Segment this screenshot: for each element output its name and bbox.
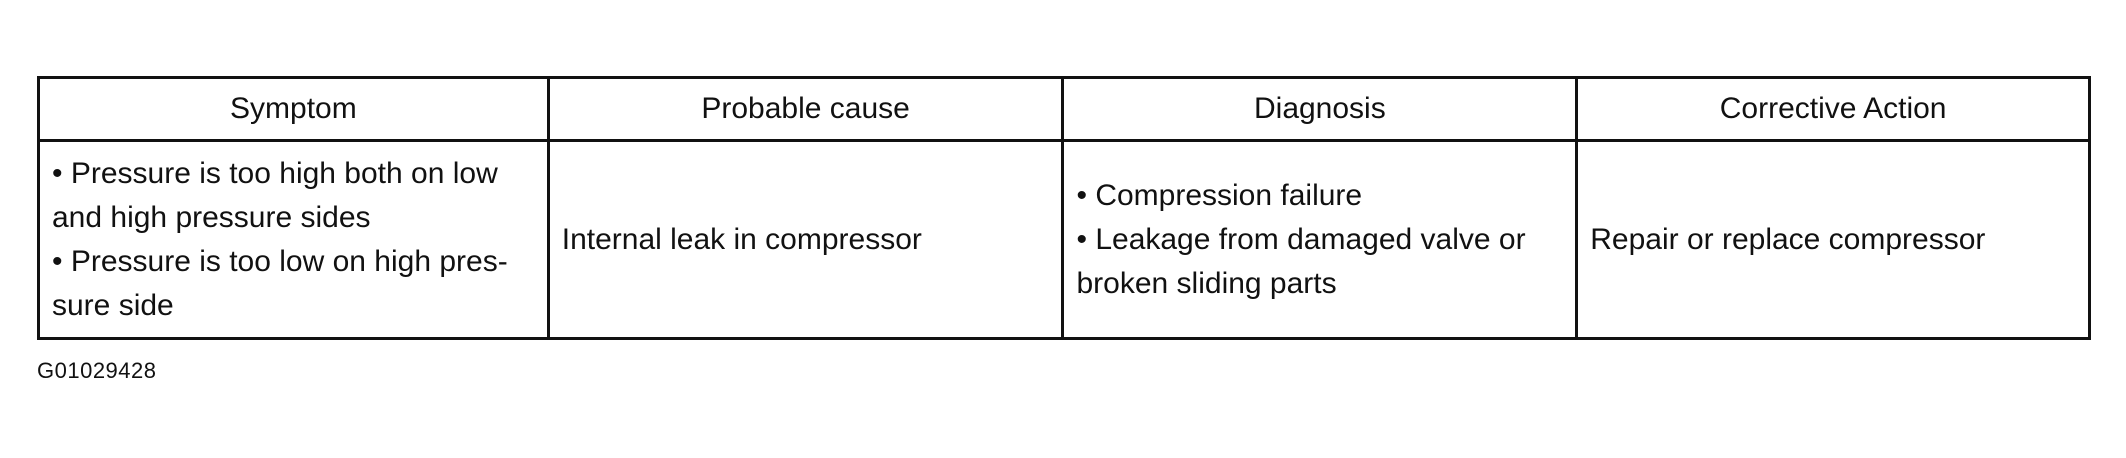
- corrective-action-text: Repair or replace compressor: [1590, 222, 1986, 256]
- diagnosis-cell: • Compression failure • Leakage from dam…: [1061, 139, 1579, 340]
- figure-id: G01029428: [37, 358, 157, 383]
- probable-cause-cell: Internal leak in compressor: [546, 139, 1065, 340]
- header-corrective-action: Corrective Action: [1575, 76, 2091, 142]
- header-diagnosis: Diagnosis: [1061, 76, 1579, 142]
- symptom-line: • Pressure is too high both on low: [52, 156, 498, 190]
- header-symptom: Symptom: [37, 76, 550, 142]
- header-row: Symptom Probable cause Diagnosis Correct…: [37, 76, 2091, 142]
- header-probable-cause: Probable cause: [546, 76, 1065, 142]
- symptom-cell: • Pressure is too high both on low and h…: [37, 139, 550, 340]
- diagnosis-table: Symptom Probable cause Diagnosis Correct…: [37, 76, 2091, 340]
- corrective-action-cell: Repair or replace compressor: [1575, 139, 2091, 340]
- symptom-line: • Pressure is too low on high pres-: [52, 244, 508, 278]
- probable-cause-text: Internal leak in compressor: [561, 222, 922, 256]
- symptom-line: sure side: [52, 288, 174, 322]
- diagnosis-line: broken sliding parts: [1076, 266, 1337, 300]
- table-row: • Pressure is too high both on low and h…: [37, 139, 2091, 340]
- diagnosis-line: • Leakage from damaged valve or: [1076, 222, 1526, 256]
- symptom-line: and high pressure sides: [52, 200, 371, 234]
- diagnosis-line: • Compression failure: [1076, 178, 1363, 212]
